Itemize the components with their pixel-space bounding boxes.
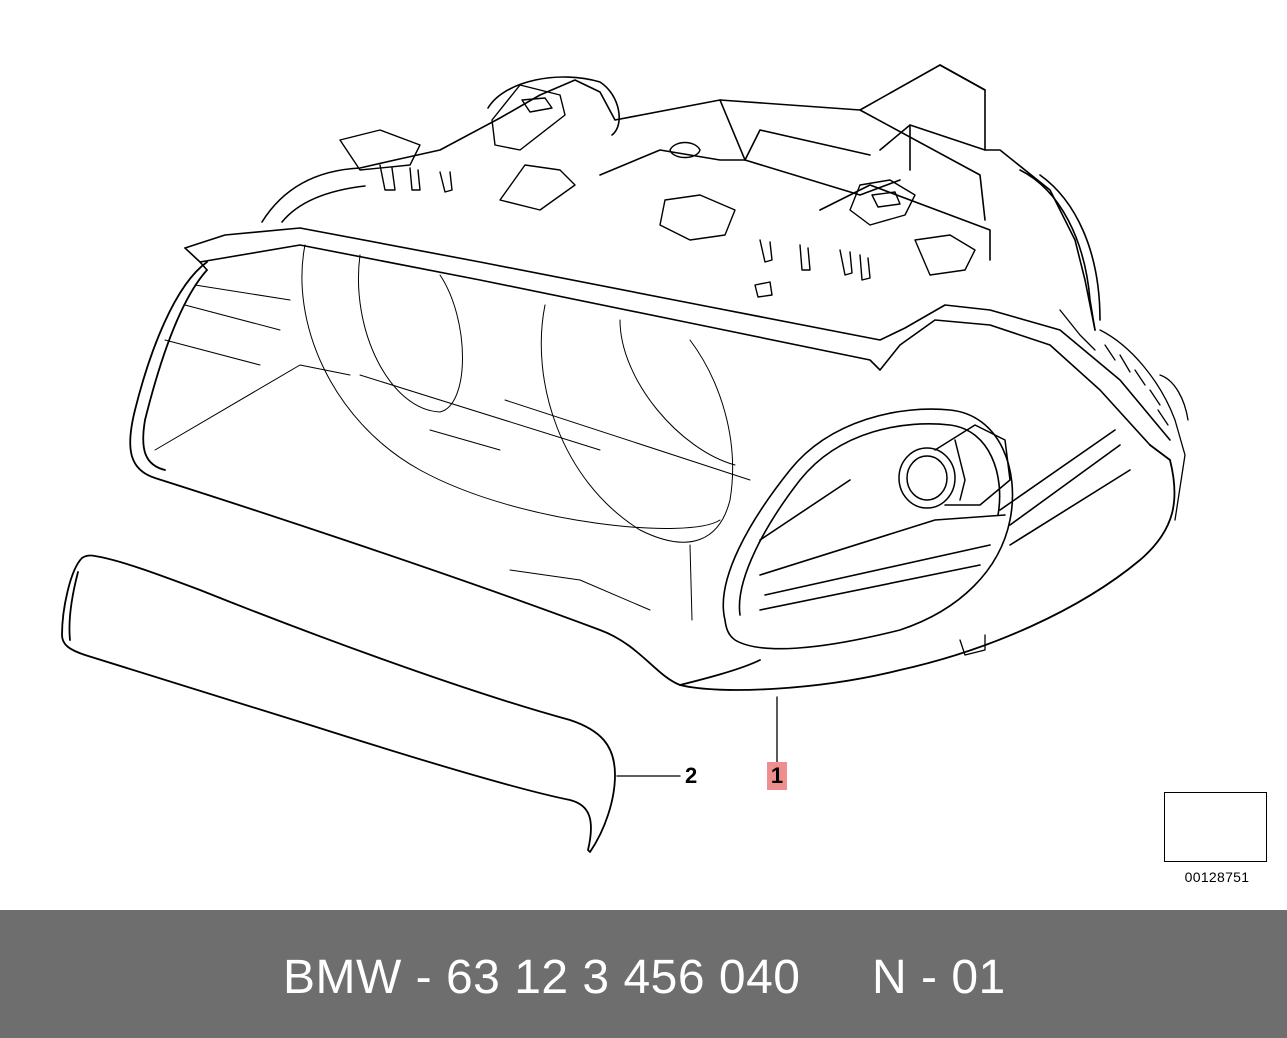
callout-label-1: 1 bbox=[767, 762, 787, 790]
callout-label-2: 2 bbox=[685, 763, 698, 788]
part-number-label: BMW - 63 12 3 456 040 bbox=[283, 951, 801, 1004]
footer-bar bbox=[0, 910, 1287, 1038]
reference-number: 00128751 bbox=[1184, 869, 1250, 885]
headlight-housing bbox=[261, 64, 1101, 331]
lens-details bbox=[154, 244, 751, 621]
housing-rim bbox=[184, 227, 1171, 446]
side-marker bbox=[959, 309, 1189, 656]
headlight-bezel bbox=[722, 408, 1131, 650]
trim-strip-part bbox=[61, 554, 616, 853]
headlight-exploded-diagram bbox=[61, 64, 1255, 855]
projector-lens bbox=[898, 424, 1011, 509]
mounting-clips bbox=[339, 84, 976, 298]
revision-code-label: N - 01 bbox=[872, 951, 1006, 1004]
reference-box bbox=[1164, 792, 1267, 862]
callout-leaders bbox=[616, 696, 778, 777]
headlight-lens bbox=[129, 261, 1176, 691]
